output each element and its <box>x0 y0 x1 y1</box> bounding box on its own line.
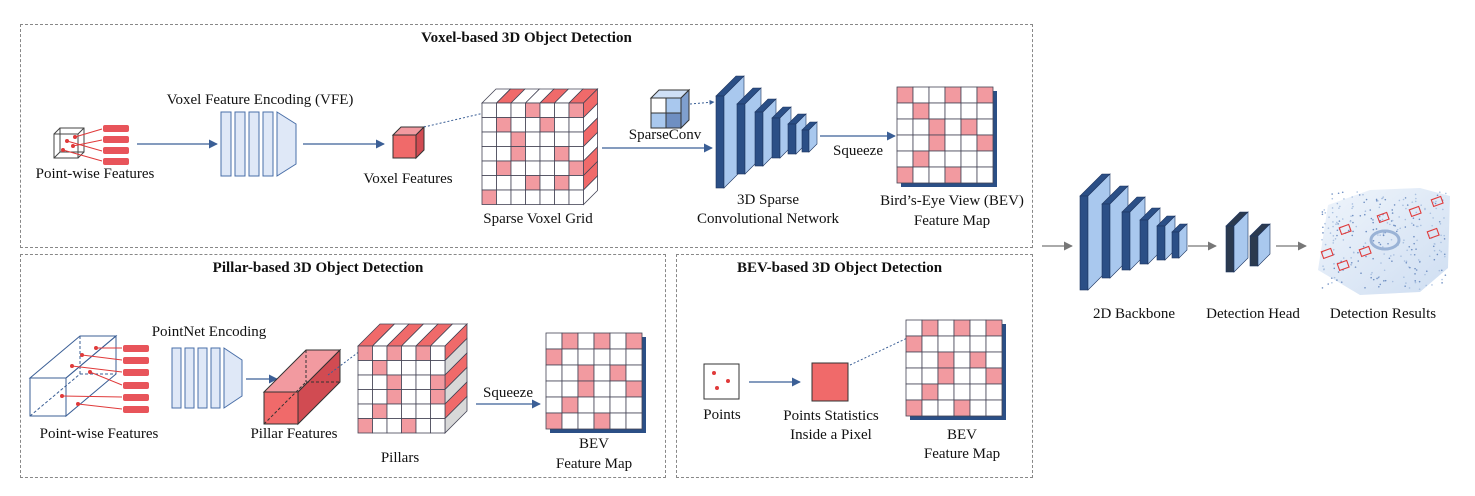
detection-head-blocks <box>1225 211 1271 273</box>
sparseconv-cube-icon <box>649 88 691 130</box>
bev-panel-title: BEV-based 3D Object Detection <box>736 260 943 276</box>
voxel-bev-feature-map <box>896 86 997 187</box>
bev-bev-label-2: Feature Map <box>923 446 1001 462</box>
pillar-pointwise-label: Point-wise Features <box>39 426 159 442</box>
bev-panel: BEV-based 3D Object Detection <box>676 254 1033 478</box>
pillar-features-label: Pillar Features <box>250 426 338 442</box>
head-label: Detection Head <box>1206 306 1300 322</box>
pillar-bev-feature-map <box>545 332 646 433</box>
squeeze-pillar-label: Squeeze <box>483 385 533 401</box>
sparse-net-label-1: 3D Sparse <box>736 192 800 208</box>
sparse-voxel-grid-label: Sparse Voxel Grid <box>483 211 593 227</box>
pixel-statistics-cell <box>811 362 849 402</box>
points-icon <box>703 363 740 400</box>
vfe-label: Voxel Feature Encoding (VFE) <box>166 92 354 108</box>
pillar-bev-label-1: BEV <box>579 436 609 452</box>
points-label: Points <box>703 407 741 423</box>
sparseconv-label: SparseConv <box>628 127 702 143</box>
pillar-point-feature-bars <box>61 345 149 413</box>
voxel-point-feature-bars <box>62 125 129 165</box>
2d-backbone-blocks <box>1079 173 1188 291</box>
sparse-net-label-2: Convolutional Network <box>696 211 840 227</box>
points-stats-label-1: Points Statistics <box>783 408 879 424</box>
pointnet-label: PointNet Encoding <box>151 324 267 340</box>
sparse-conv-network <box>715 75 818 189</box>
bev-bev-label-1: BEV <box>947 427 977 443</box>
pillar-panel-title: Pillar-based 3D Object Detection <box>212 260 424 276</box>
bev-map-label-1: Bird’s-Eye View (BEV) <box>880 193 1024 209</box>
vfe-encoder <box>220 111 297 177</box>
squeeze-voxel-label: Squeeze <box>833 143 883 159</box>
voxel-panel: Voxel-based 3D Object Detection <box>20 24 1033 248</box>
voxel-features-label: Voxel Features <box>363 171 453 187</box>
pillar-panel: Pillar-based 3D Object Detection <box>20 254 666 478</box>
backbone-label: 2D Backbone <box>1092 306 1176 322</box>
pointnet-encoder <box>171 347 243 409</box>
bev-map-label-2: Feature Map <box>913 213 991 229</box>
voxel-pointwise-label: Point-wise Features <box>35 166 155 182</box>
points-stats-label-2: Inside a Pixel <box>790 427 872 443</box>
sparse-voxel-grid <box>481 88 599 206</box>
pillars-grid <box>357 323 468 434</box>
detection-results-pointcloud <box>1318 188 1450 295</box>
voxel-feature-cube <box>391 125 426 160</box>
pillar-bev-label-2: Feature Map <box>555 456 633 472</box>
results-label: Detection Results <box>1329 306 1437 322</box>
bev-bev-feature-map <box>905 319 1006 420</box>
pillars-label: Pillars <box>380 450 420 466</box>
voxel-panel-title: Voxel-based 3D Object Detection <box>421 30 632 46</box>
pillar-feature-block <box>262 348 342 426</box>
